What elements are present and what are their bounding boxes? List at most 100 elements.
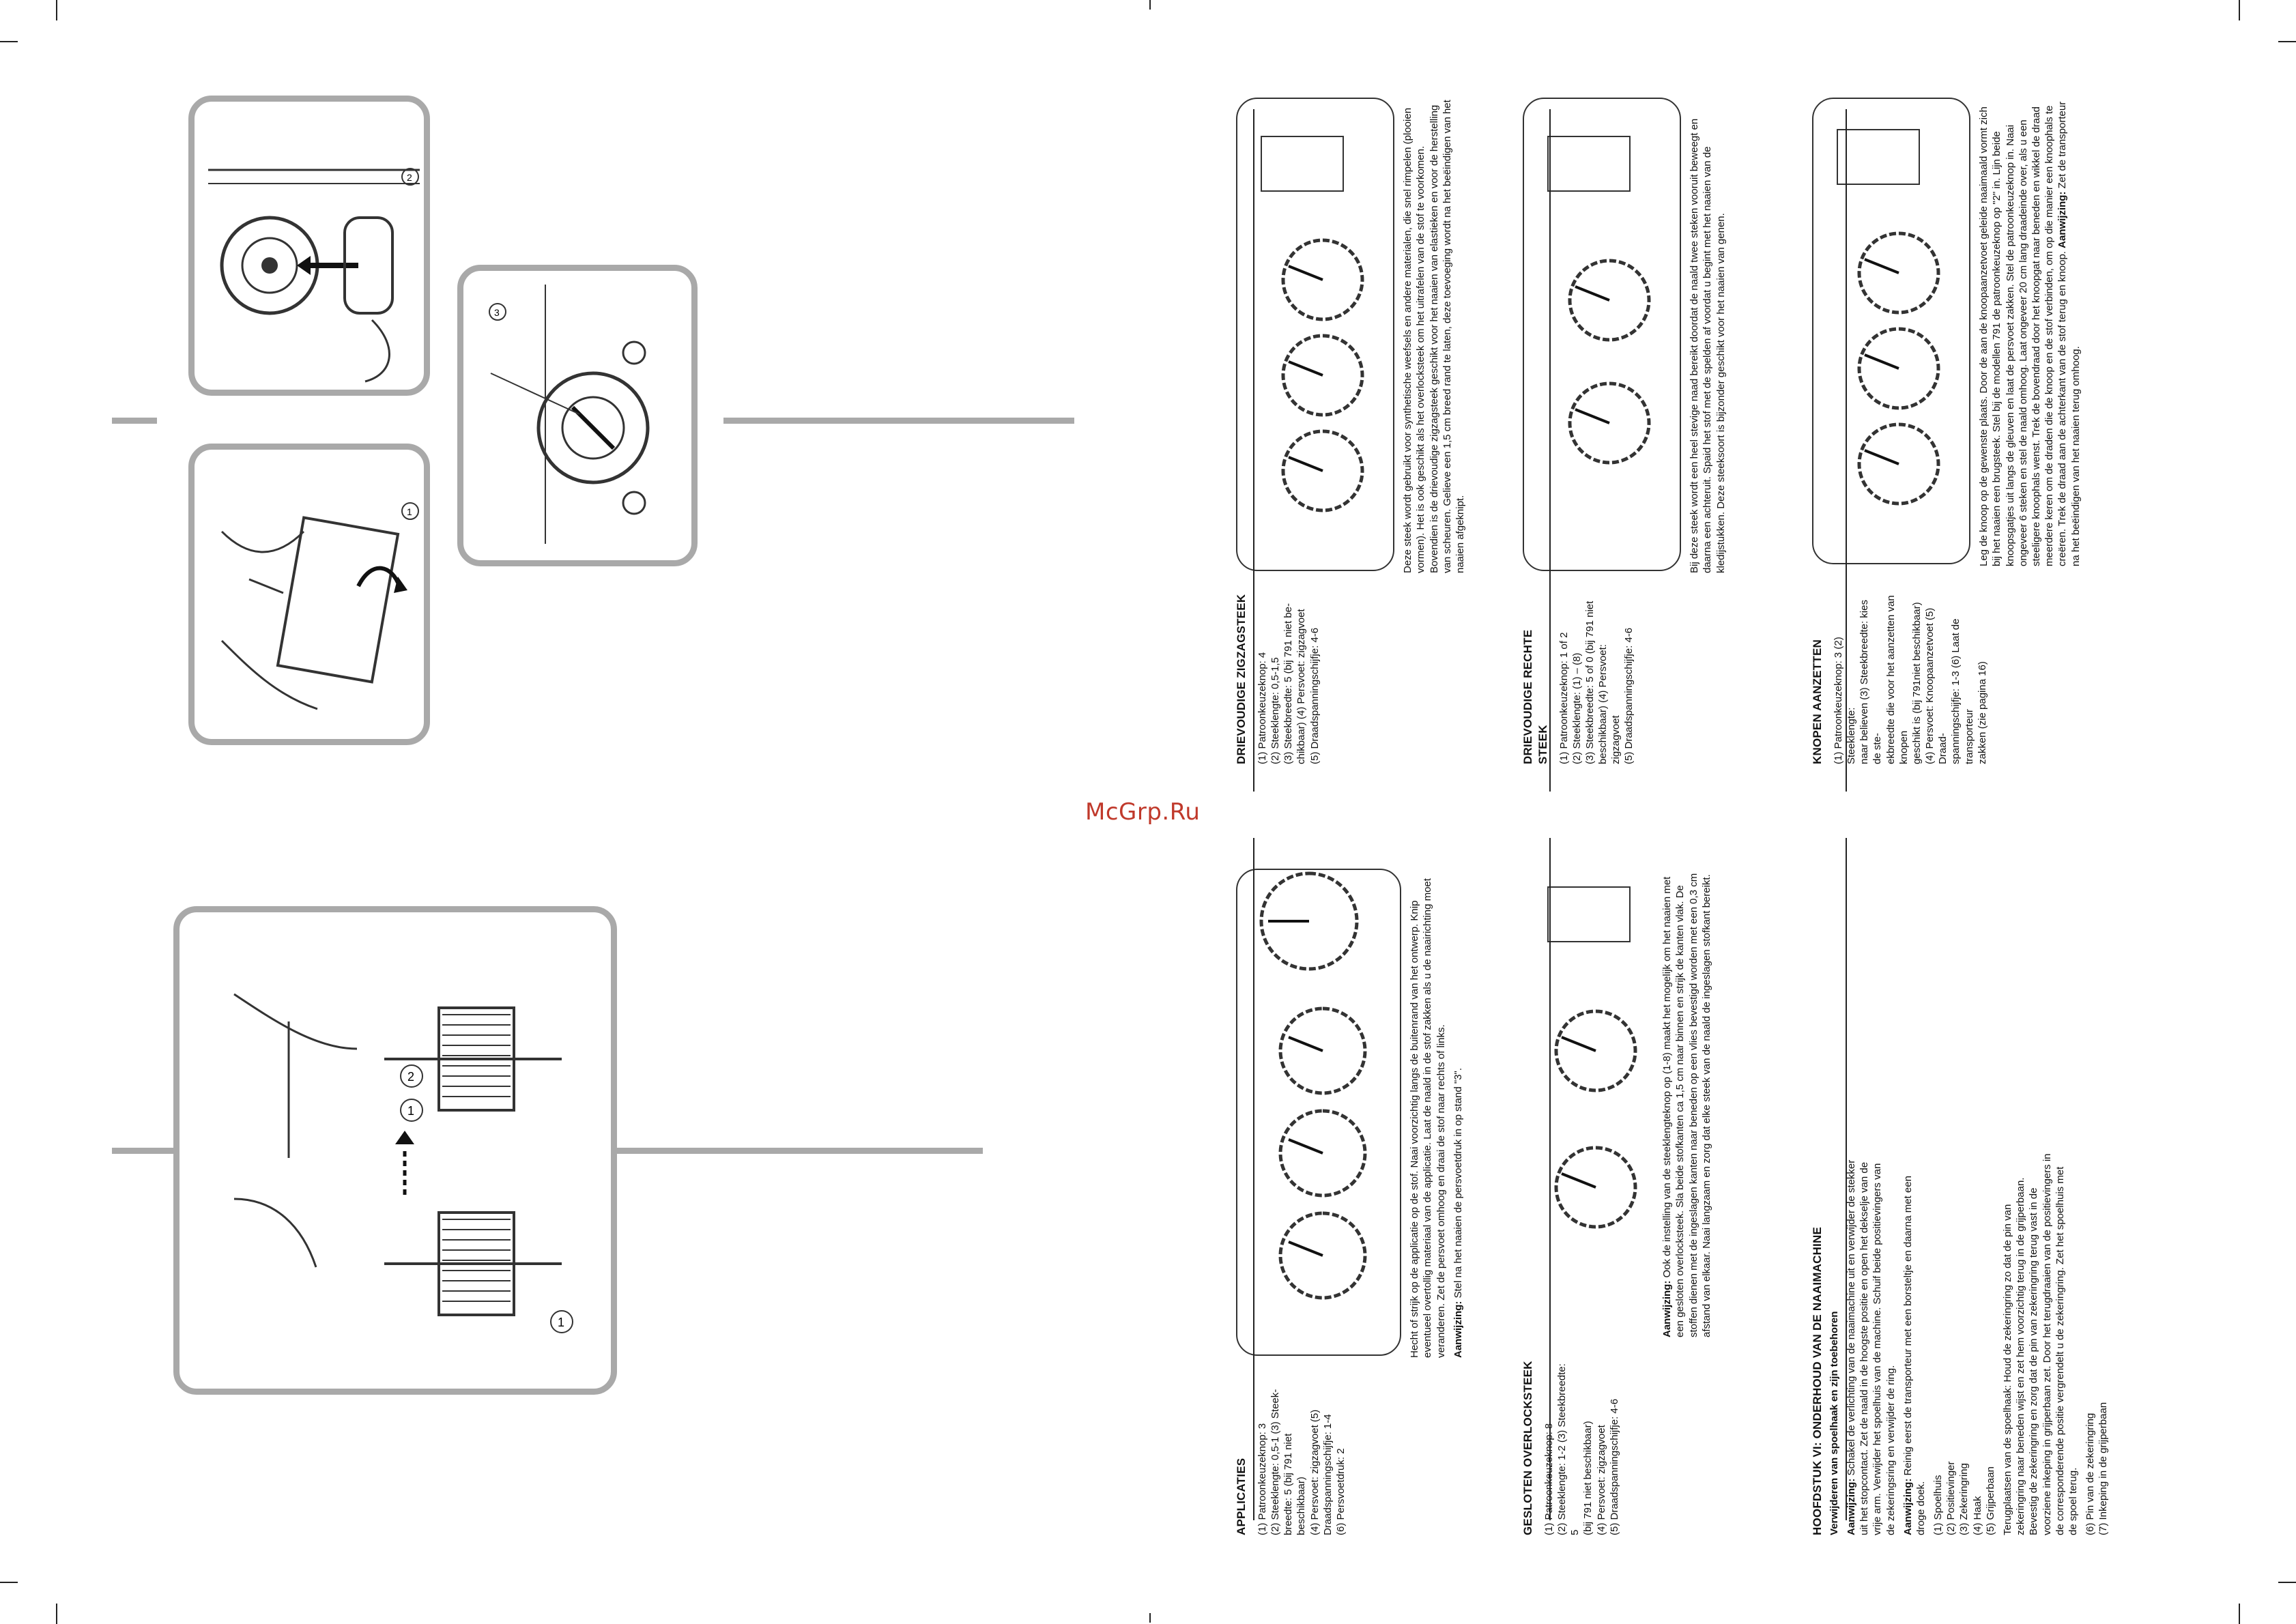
setting-item: breedte: 5 (bij 791 niet beschikbaar) [1282,1433,1308,1535]
callout-label: 1 [407,506,412,517]
setting-item: (2) Steeklengte: 0,5-1,5 [1269,657,1281,764]
part-item: (3) Zekeringring [1958,1463,1970,1535]
column-separator [1253,109,1254,792]
column-separator [1253,838,1254,1520]
parts-list: (1) Spoelhuis (2) Positievinger (3) Zeke… [1932,1153,1997,1535]
note-label: Aanwijzing: [1845,1478,1857,1535]
crop-mark [0,1582,18,1583]
section-body: Terugplaatsen van de spoelhaak: Houd de … [2002,1153,2079,1535]
crop-mark [0,41,18,42]
section-applicaties: APPLICATIES (1) Patroonkeuzeknop: 3 (2) … [1234,853,1521,1535]
setting-item: ekbreedte die voor het aanzetten van kno… [1884,595,1910,764]
part-item: (1) Spoelhuis [1932,1475,1945,1535]
figure-bobbin-case-insert: 2 [188,96,430,396]
section-title: KNOPEN AANZETTEN [1811,639,1824,764]
crop-mark [56,0,57,20]
part-item: (2) Positievinger [1945,1461,1957,1535]
setting-item: zakken (zie pagina 16) [1976,661,1988,764]
section-body: Bij deze steek wordt een heel stevige na… [1689,118,1727,573]
note-label: Aanwijzing: [1661,1280,1674,1337]
figure-free-arm-cover: 1 [188,444,430,745]
divider-rule [723,418,1074,424]
part-item: (5) Grijperbaan [1984,1466,1996,1535]
column-separator [1549,109,1551,792]
section-note: Aanwijzing: Reinig eerst de transporteur… [1902,1153,1927,1535]
setting-item: (5) Draadspanningschijfje: 4-6 [1608,1398,1620,1535]
crop-mark [2239,0,2240,20]
dial-panel-illustration [1236,98,1394,571]
section-body: Hecht of strijk op de applicatie op de s… [1409,878,1447,1358]
settings-list: (1) Patroonkeuzeknop: 8 (2) Steeklengte:… [1542,1358,1621,1535]
part-item: (4) Haak [1971,1496,1983,1535]
setting-item: (1) Patroonkeuzeknop: 3 (2) Steeklengte: [1832,637,1857,764]
section-note: Aanwijzing: Stel na het naaien de persvo… [1452,867,1465,1358]
setting-item: (2) Steeklengte: (1) – (8) [1570,652,1583,764]
divider-rule [112,1148,176,1154]
setting-item: (3) Steekbreedte: 5 (bij 791 niet be- [1282,603,1295,764]
part-item: (6) Pin van de zekeringring [2084,1412,2097,1535]
settings-list: (1) Patroonkeuzeknop: 1 of 2 (2) Steekle… [1558,594,1636,764]
callout-label: 1 [558,1316,564,1329]
setting-item: (4) Persvoet: zigzagvoet [1595,1425,1607,1535]
settings-list: (1) Patroonkeuzeknop: 3 (2) Steeklengte:… [1832,587,1989,764]
crop-mark [56,1604,57,1624]
callout-label: 1 [407,1104,414,1118]
dial-panel-illustration [1812,98,1970,564]
setting-item: (6) Persvoetdruk: 2 [1334,1448,1347,1535]
callout-label: 3 [494,307,500,318]
section-title: GESLOTEN OVERLOCKSTEEK [1521,1361,1534,1535]
section-knopen: KNOPEN AANZETTEN (1) Patroonkeuzeknop: 3… [1810,82,2179,764]
setting-item: (4) Persvoet: Knoopaanzetvoet (5) Draad- [1924,607,1949,764]
crop-mark [2278,41,2296,42]
setting-item: (4) Persvoet: zigzagvoet (5) [1308,1409,1321,1535]
section-overlock: GESLOTEN OVERLOCKSTEEK (1) Patroonkeuzek… [1521,853,1780,1535]
crop-mark [2278,1582,2296,1583]
section-body: Aanwijzing: Ook de instelling van de ste… [1661,867,1713,1337]
setting-item: spanningschijfje: 1-3 (6) Laat de transp… [1950,618,1975,764]
note-label: Aanwijzing: [1452,1301,1464,1358]
spool-pin-illustration: 1 1 2 [233,993,573,1333]
crop-mark [1149,1613,1151,1623]
callout-label: 2 [407,1070,414,1084]
settings-list: (1) Patroonkeuzeknop: 3 (2) Steeklengte:… [1256,1378,1347,1535]
setting-item: (2) Steeklengte: 0,5-1 (3) Steek- [1269,1389,1281,1535]
free-arm-illustration: 1 [220,502,419,710]
section-subtitle: Verwijderen van spoelhaak en zijn toebeh… [1828,1311,1840,1535]
setting-item: (1) Patroonkeuzeknop: 4 [1256,652,1268,764]
section-title: APPLICATIES [1235,1458,1248,1535]
setting-item: (bij 791 niet beschikbaar) [1582,1421,1594,1535]
setting-item: chikbaar) (4) Persvoet: zigzagvoet [1295,609,1308,764]
body-text: Leg de knoop op de gewenste plaats. Door… [1978,105,2069,566]
figure-hook-race: 3 [457,265,698,566]
bobbin-hook-illustration: 2 [208,168,420,383]
crop-mark [2239,1604,2240,1624]
dial-panel-illustration [1547,886,1637,1229]
setting-item: beschikbaar) (4) Persvoet: zigzagvoet [1597,644,1622,764]
setting-item: (5) Draadspanningschijfje: 4-6 [1623,627,1635,764]
section-zigzag: DRIEVOUDIGE ZIGZAGSTEEK (1) Patroonkeuze… [1234,82,1493,764]
setting-item: (3) Steekbreedte: 5 of 0 (bij 791 niet [1583,600,1596,764]
section-note: Aanwijzing: Schakel de verlichting van d… [1845,1153,1897,1535]
hook-race-illustration: 3 [489,285,650,544]
note-text: Stel na het naaien de persvoetdruk in op… [1452,1067,1464,1299]
section-title: HOOFDSTUK VI: ONDERHOUD VAN DE NAAIMACHI… [1811,1227,1824,1535]
section-title: DRIEVOUDIGE ZIGZAGSTEEK [1235,594,1248,764]
callout-label: 2 [407,172,412,183]
setting-item: (2) Steeklengte: 1-2 (3) Steekbreedte: 5 [1555,1363,1581,1535]
column-separator [1846,838,1847,1520]
body-text: Ook de instelling van de steeklengteknop… [1661,873,1712,1337]
setting-item: (5) Draadspanningschijfje: 4-6 [1308,627,1321,764]
section-body: Deze steek wordt gebruikt voor synthetis… [1402,100,1466,573]
note-label: Aanwijzing: [1902,1478,1914,1535]
divider-rule [614,1148,983,1154]
part-item: (7) Inkeping in de grijperbaan [2097,1402,2110,1535]
section-onderhoud: HOOFDSTUK VI: ONDERHOUD VAN DE NAAIMACHI… [1810,853,2124,1535]
setting-item: (1) Patroonkeuzeknop: 3 [1256,1423,1268,1535]
settings-list: (1) Patroonkeuzeknop: 4 (2) Steeklengte:… [1256,594,1321,764]
setting-item: naar believen (3) Steekbreedte: kies de … [1859,600,1884,764]
crop-mark [1149,0,1151,10]
dial-panel-illustration [1523,98,1681,571]
dial-panel-illustration [1236,869,1401,1356]
column-separator [1549,838,1551,1520]
column-separator [1846,109,1847,792]
